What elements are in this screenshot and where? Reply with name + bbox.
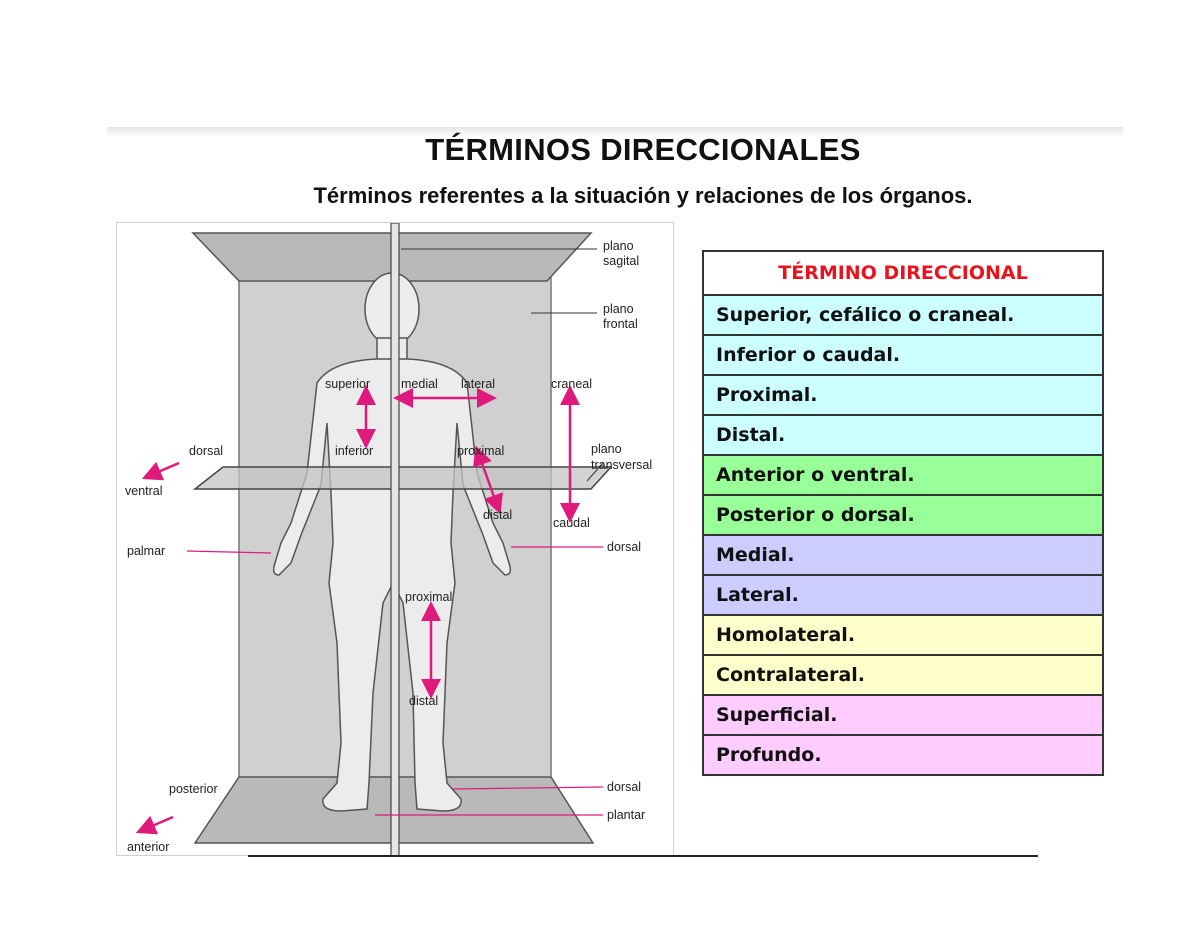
- label-craneal: craneal: [551, 377, 592, 391]
- term-cell: Medial.: [702, 534, 1104, 576]
- label-dorsal-hand: dorsal: [607, 540, 641, 554]
- table-row: Medial.: [702, 534, 1104, 576]
- table-row: Proximal.: [702, 374, 1104, 416]
- page-subtitle: Términos referentes a la situación y rel…: [313, 183, 973, 208]
- plane-pointer-lines: [401, 248, 604, 482]
- term-cell: Superior, cefálico o craneal.: [702, 294, 1104, 336]
- slide-top-shadow: [107, 127, 1123, 137]
- label-plano-frontal-1: plano: [603, 302, 634, 316]
- table-row: Posterior o dorsal.: [702, 494, 1104, 536]
- table-row: Contralateral.: [702, 654, 1104, 696]
- term-cell: Proximal.: [702, 374, 1104, 416]
- table-row: Homolateral.: [702, 614, 1104, 656]
- label-lateral: lateral: [461, 377, 495, 391]
- term-cell: Distal.: [702, 414, 1104, 456]
- terms-table: TÉRMINO DIRECCIONAL Superior, cefálico o…: [702, 250, 1104, 776]
- label-ventral: ventral: [125, 484, 163, 498]
- table-row: Superior, cefálico o craneal.: [702, 294, 1104, 336]
- label-plano-sagital-1: plano: [603, 239, 634, 253]
- table-row: Superficial.: [702, 694, 1104, 736]
- label-plano-transversal-1: plano: [591, 442, 622, 456]
- term-cell: Profundo.: [702, 734, 1104, 776]
- term-cell: Inferior o caudal.: [702, 334, 1104, 376]
- label-proximal-arm: proximal: [457, 444, 504, 458]
- term-cell: Lateral.: [702, 574, 1104, 616]
- bottom-divider: [248, 855, 1038, 857]
- term-cell: Posterior o dorsal.: [702, 494, 1104, 536]
- label-transversal: transversal: [591, 458, 652, 472]
- label-plantar: plantar: [607, 808, 645, 822]
- page-title: TÉRMINOS DIRECCIONALES: [425, 132, 861, 167]
- table-row: Distal.: [702, 414, 1104, 456]
- transverse-plane: [192, 466, 613, 490]
- label-medial: medial: [401, 377, 438, 391]
- direction-arrows: [135, 385, 580, 835]
- term-cell: Superficial.: [702, 694, 1104, 736]
- label-posterior: posterior: [169, 782, 218, 796]
- label-anterior: anterior: [127, 840, 169, 854]
- term-cell: Anterior o ventral.: [702, 454, 1104, 496]
- label-caudal: caudal: [553, 516, 590, 530]
- anatomy-figure: plano sagital plano frontal superior med…: [116, 222, 674, 857]
- table-row: Anterior o ventral.: [702, 454, 1104, 496]
- label-sagital: sagital: [603, 254, 639, 268]
- term-cell: Contralateral.: [702, 654, 1104, 696]
- label-palmar: palmar: [127, 544, 165, 558]
- label-dorsal-top: dorsal: [189, 444, 223, 458]
- label-inferior: inferior: [335, 444, 373, 458]
- table-row: Profundo.: [702, 734, 1104, 776]
- label-distal-leg: distal: [409, 694, 438, 708]
- pointer-lines: [186, 546, 604, 816]
- term-cell: Homolateral.: [702, 614, 1104, 656]
- label-superior: superior: [325, 377, 370, 391]
- anatomy-diagram: plano sagital plano frontal superior med…: [125, 223, 652, 857]
- label-dorsal-foot: dorsal: [607, 780, 641, 794]
- label-proximal-leg: proximal: [405, 590, 452, 604]
- sagittal-plane: [390, 223, 400, 857]
- table-header: TÉRMINO DIRECCIONAL: [702, 250, 1104, 296]
- table-header-row: TÉRMINO DIRECCIONAL: [702, 250, 1104, 296]
- label-frontal: frontal: [603, 317, 638, 331]
- label-distal-arm: distal: [483, 508, 512, 522]
- table-row: Inferior o caudal.: [702, 334, 1104, 376]
- table-row: Lateral.: [702, 574, 1104, 616]
